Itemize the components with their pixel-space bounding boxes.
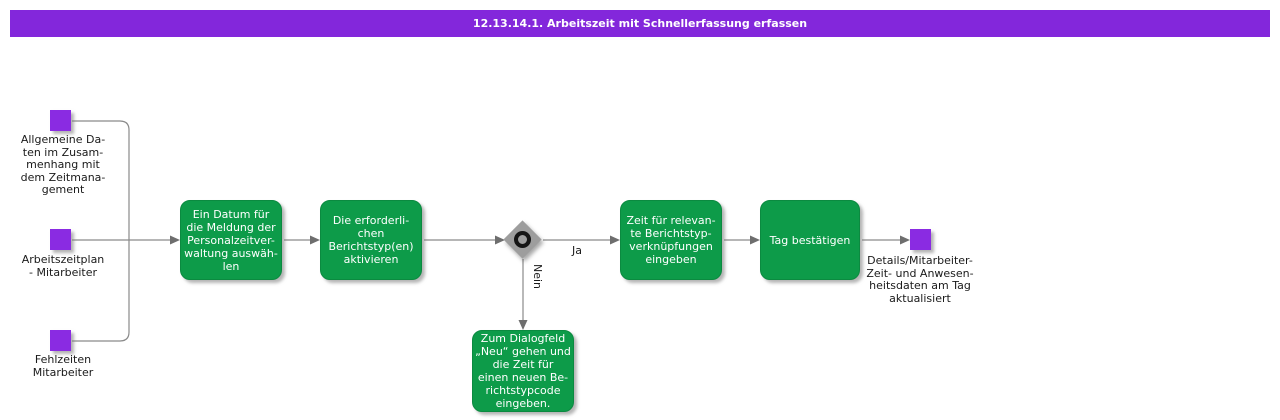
process-datum-auswaehlen[interactable]: Ein Datum für die Meldung der Personalze… xyxy=(180,200,282,280)
event-bracket-line xyxy=(72,120,130,342)
process-zeit-eingeben[interactable]: Zeit für relevan- te Berichtstyp- verknü… xyxy=(620,200,722,280)
arrowhead xyxy=(610,235,620,245)
process-dialogfeld-neu[interactable]: Zum Dialogfeld „Neu“ gehen und die Zeit … xyxy=(472,330,574,412)
event-details-aktualisiert[interactable] xyxy=(910,229,931,250)
event-details-aktualisiert-label: Details/Mitarbeiter- Zeit- und Anwesen- … xyxy=(866,254,974,305)
arrowhead xyxy=(170,235,180,245)
arrowhead xyxy=(310,235,320,245)
event-allgemeine-daten[interactable] xyxy=(50,110,71,131)
edge-label-ja: Ja xyxy=(572,244,582,257)
event-allgemeine-daten-label: Allgemeine Da- ten im Zusam- menhang mit… xyxy=(20,133,106,196)
diagram-title-bar: 12.13.14.1. Arbeitszeit mit Schnellerfas… xyxy=(10,10,1270,37)
process-berichtstyp-aktivieren[interactable]: Die erforderli- chen Berichtstyp(en) akt… xyxy=(320,200,422,280)
decision-gateway xyxy=(503,220,542,259)
arrowhead xyxy=(495,235,505,245)
event-arbeitszeitplan-label: Arbeitszeitplan - Mitarbeiter xyxy=(21,253,105,279)
event-fehlzeiten-label: Fehlzeiten Mitarbeiter xyxy=(32,353,94,379)
diagram-title: 12.13.14.1. Arbeitszeit mit Schnellerfas… xyxy=(472,17,808,30)
edge-label-nein: Nein xyxy=(531,264,544,290)
arrowhead xyxy=(518,320,528,330)
arrowhead xyxy=(750,235,760,245)
process-tag-bestaetigen[interactable]: Tag bestätigen xyxy=(760,200,860,280)
decision-circle-icon xyxy=(514,231,531,248)
event-fehlzeiten[interactable] xyxy=(50,330,71,351)
arrowhead xyxy=(900,235,910,245)
event-arbeitszeitplan[interactable] xyxy=(50,229,71,250)
